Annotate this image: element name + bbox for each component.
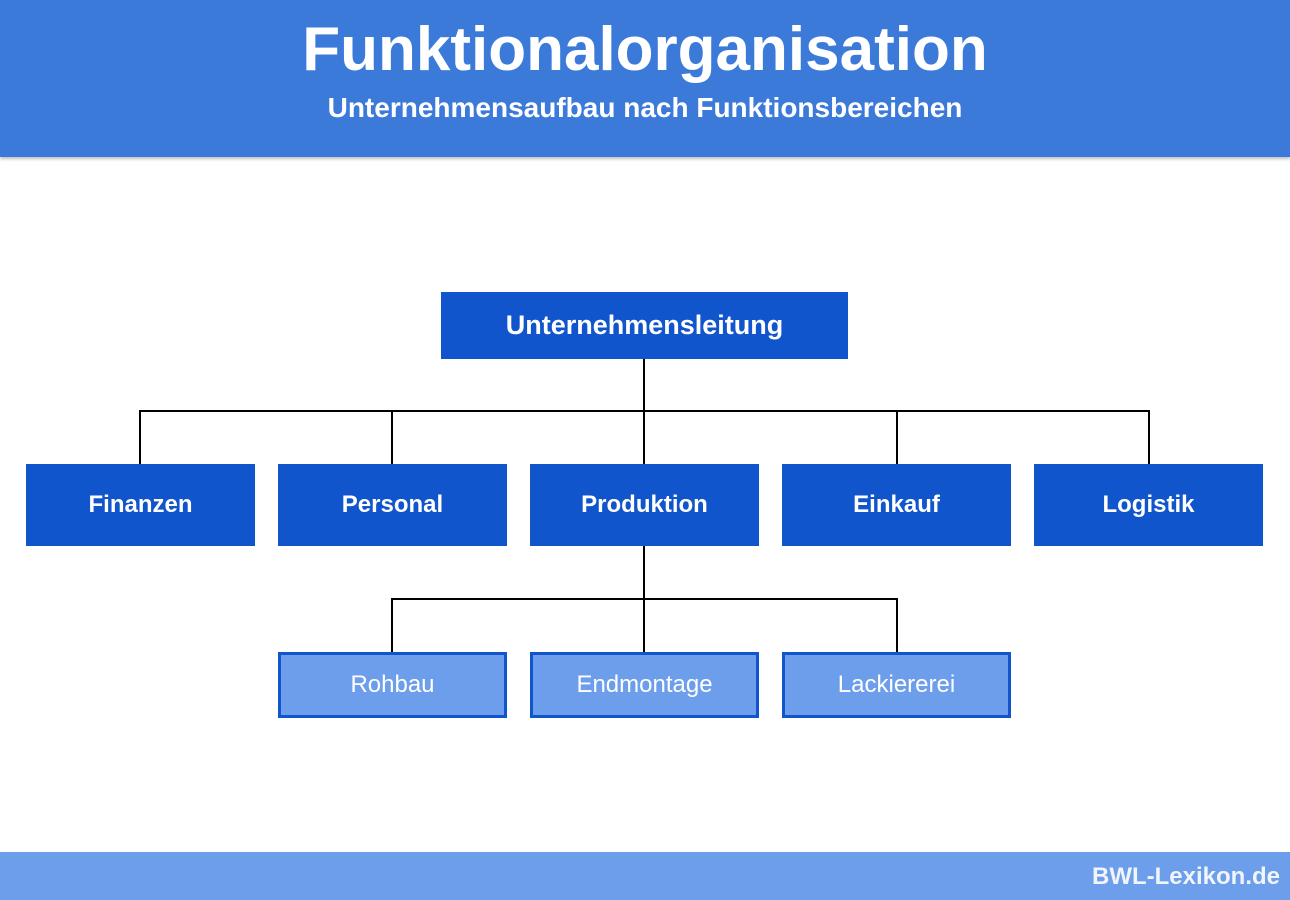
org-node-lackiererei: Lackiererei: [782, 652, 1011, 718]
org-node-label: Logistik: [1102, 491, 1195, 518]
org-node-label: Finanzen: [88, 491, 193, 518]
org-node-personal: Personal: [278, 464, 507, 546]
org-node-finanzen: Finanzen: [26, 464, 255, 546]
org-node-root: Unternehmensleitung: [441, 292, 848, 359]
page-title: Funktionalorganisation: [302, 15, 988, 84]
org-node-produktion: Produktion: [530, 464, 759, 546]
org-node-label: Personal: [341, 491, 444, 518]
org-node-rohbau: Rohbau: [278, 652, 507, 718]
org-node-label: Produktion: [581, 491, 708, 518]
page-subtitle: Unternehmensaufbau nach Funktionsbereich…: [327, 92, 963, 123]
footer-bar: BWL-Lexikon.de: [0, 852, 1290, 900]
org-node-logistik: Logistik: [1034, 464, 1263, 546]
org-node-einkauf: Einkauf: [782, 464, 1011, 546]
org-node-label: Endmontage: [576, 671, 713, 698]
org-node-label: Lackiererei: [837, 671, 956, 698]
brand-label: BWL-Lexikon.de: [1091, 863, 1280, 890]
org-node-endmontage: Endmontage: [530, 652, 759, 718]
org-node-label: Rohbau: [350, 671, 435, 698]
org-node-label: Einkauf: [853, 491, 940, 518]
org-node-label: Unternehmensleitung: [505, 310, 784, 340]
header-banner: Funktionalorganisation Unternehmensaufba…: [0, 0, 1290, 157]
